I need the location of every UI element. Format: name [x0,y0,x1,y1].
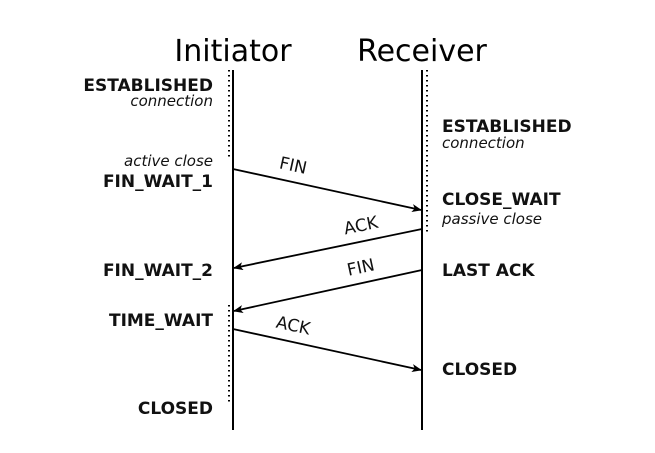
ack-arrow-2 [232,328,422,372]
fin-arrow-2 [233,269,423,313]
message-label-fin-2: FIN [345,255,376,280]
passive-close-note: passive close [441,210,542,228]
initiator-header: Initiator [174,34,292,69]
fin-wait-2-state: FIN_WAIT_2 [103,261,213,281]
fin-wait-1-state: FIN_WAIT_1 [103,172,213,192]
receiver-closed-state: CLOSED [442,360,517,380]
message-label-ack-1: ACK [342,213,381,240]
initiator-established-state: ESTABLISHED [83,76,213,96]
close-wait-state: CLOSE_WAIT [442,190,561,210]
receiver-header: Receiver [357,34,487,69]
initiator-closed-state: CLOSED [138,399,213,419]
last-ack-state: LAST ACK [442,261,535,281]
time-wait-state: TIME_WAIT [109,311,213,331]
receiver-connection-note: connection [442,134,525,152]
message-label-fin-1: FIN [277,153,308,178]
receiver-established-state: ESTABLISHED [442,117,572,137]
ack-arrow-1 [233,228,423,271]
active-close-note: active close [124,152,213,170]
message-label-ack-2: ACK [274,313,313,340]
initiator-connection-note: connection [130,92,213,110]
fin-arrow-1 [232,168,422,212]
